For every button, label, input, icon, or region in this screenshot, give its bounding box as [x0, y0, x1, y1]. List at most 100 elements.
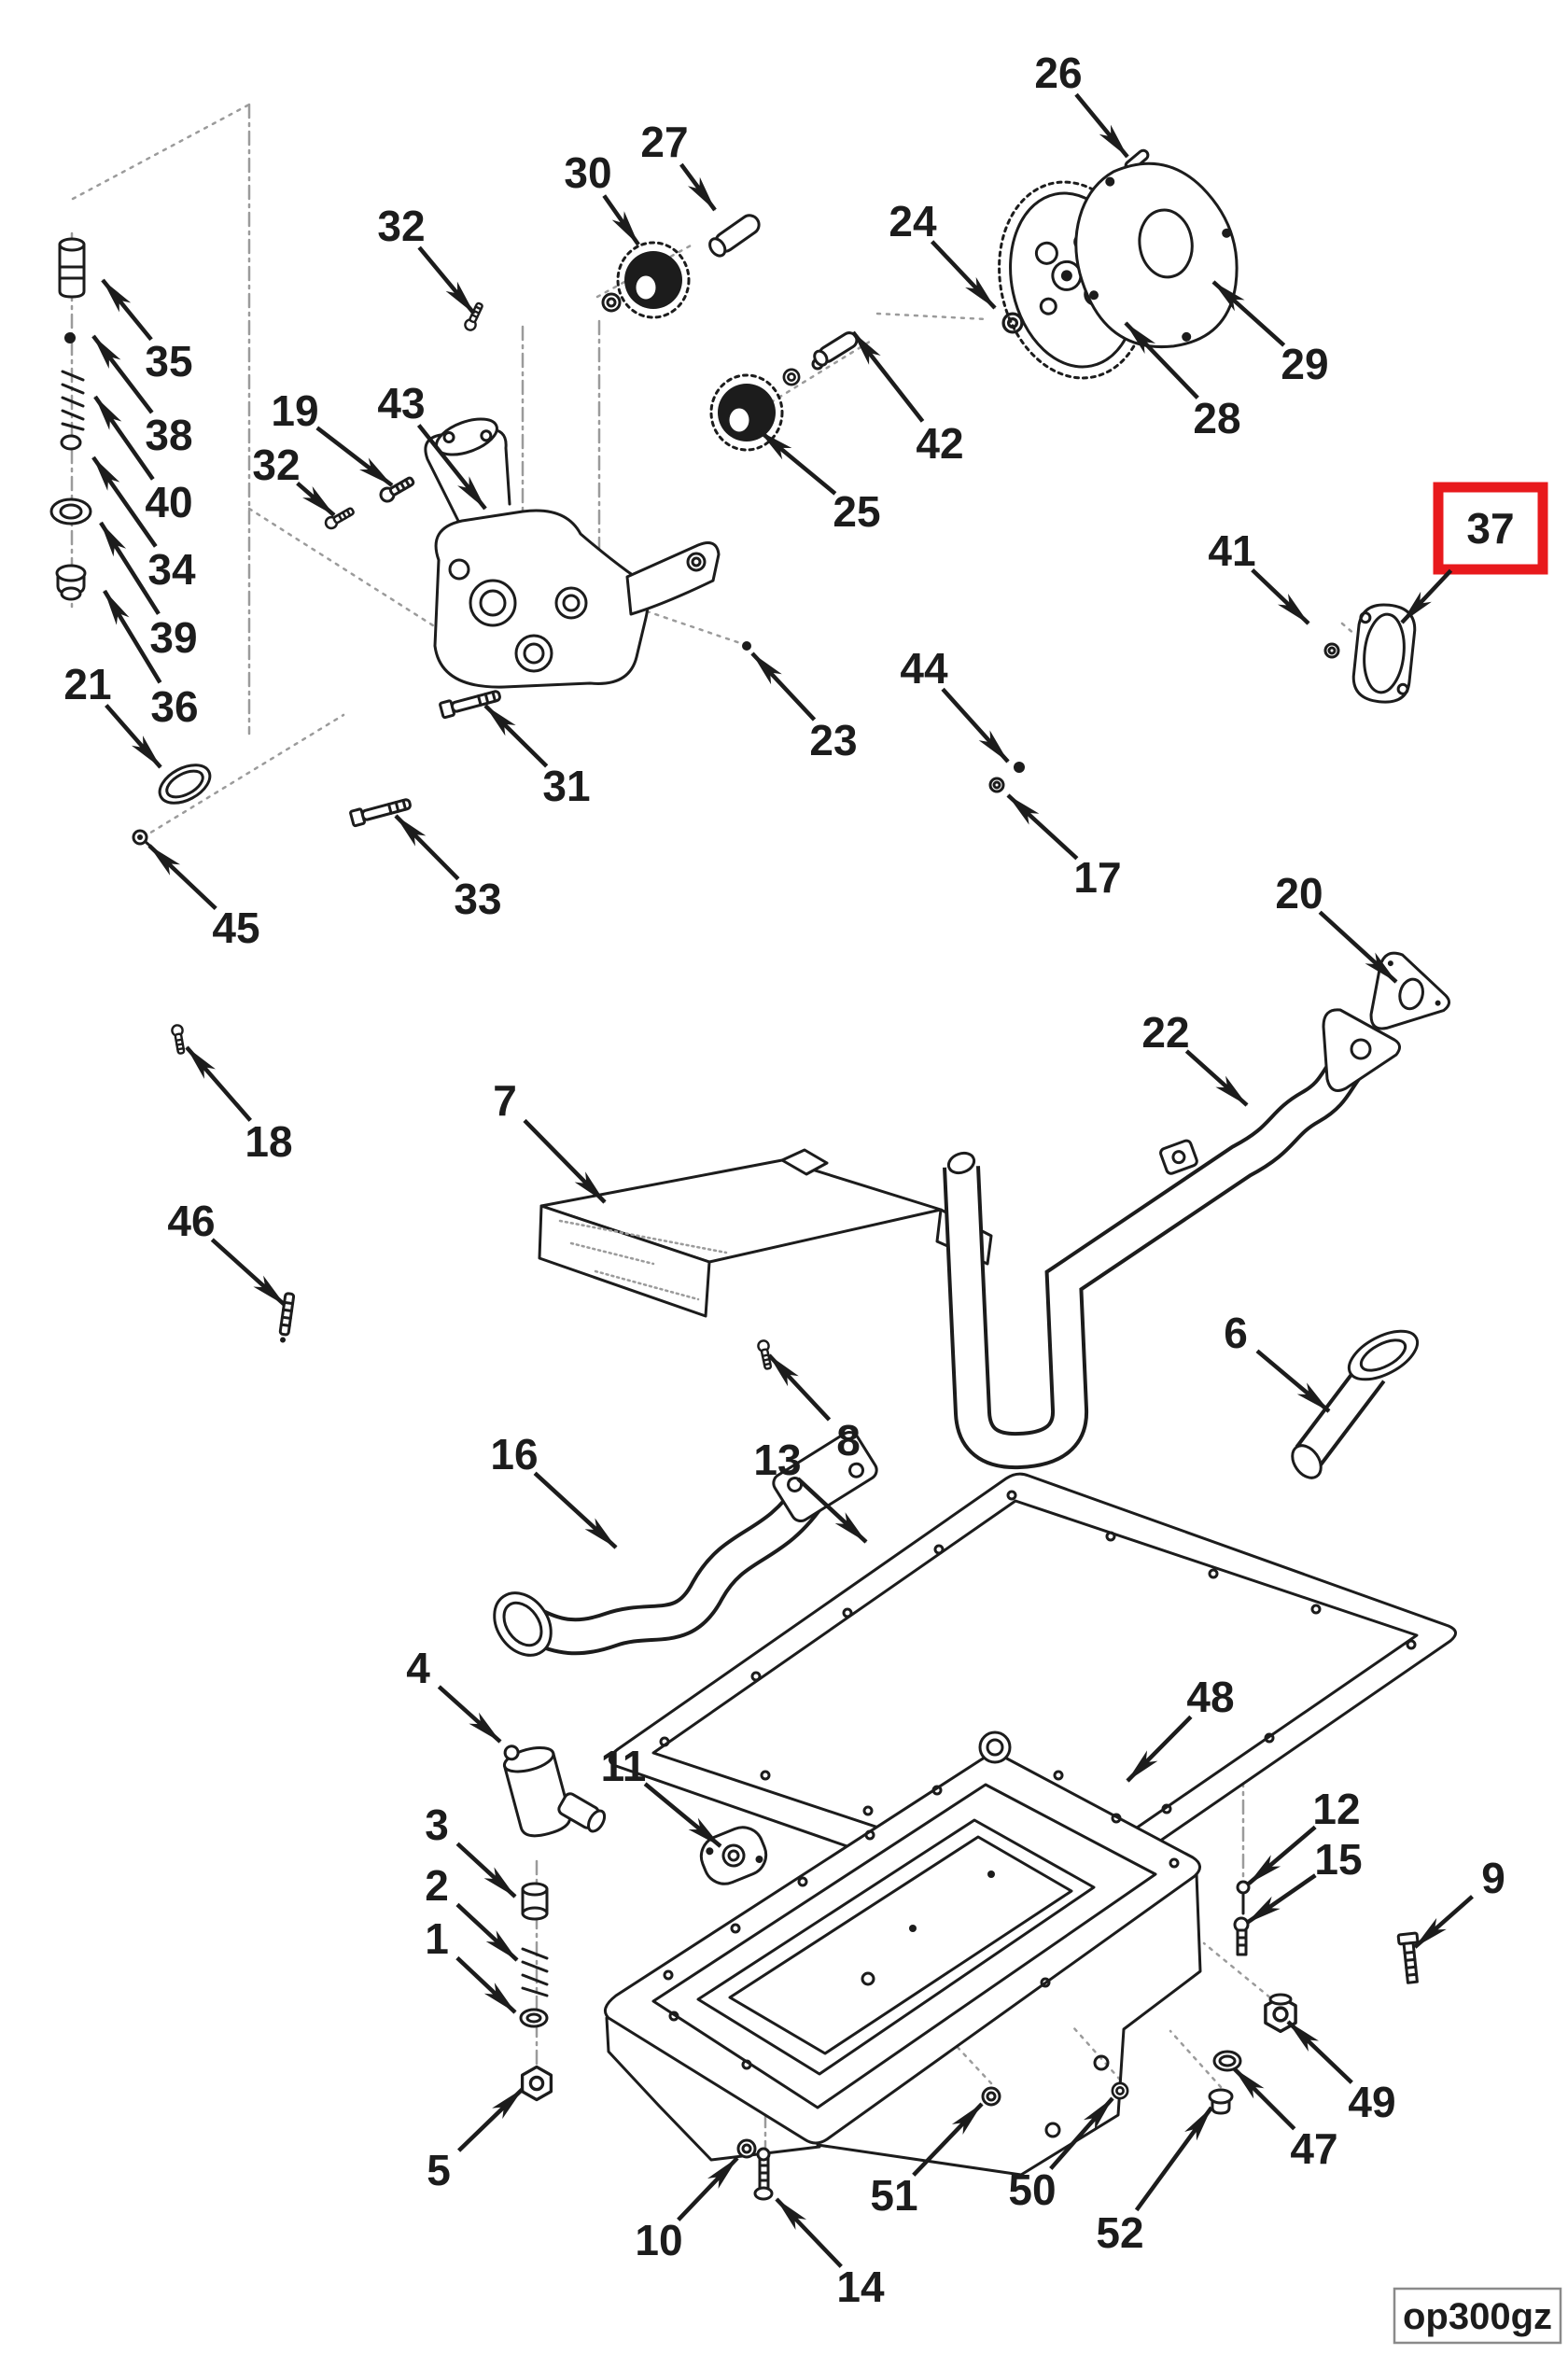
callout-33[interactable]: 33 [394, 814, 502, 923]
callout-21[interactable]: 21 [63, 660, 162, 769]
callout-8[interactable]: 8 [767, 1353, 861, 1464]
leader-arrow [1124, 321, 1199, 399]
callout-17[interactable]: 17 [1006, 793, 1122, 902]
callout-38[interactable]: 38 [91, 334, 193, 459]
leader-arrow [1211, 280, 1286, 347]
part-washer [49, 497, 92, 525]
callout-44[interactable]: 44 [900, 644, 1010, 764]
callout-5[interactable]: 5 [427, 2087, 525, 2194]
leader-arrow [1232, 2067, 1296, 2131]
leader-arrow [912, 2102, 984, 2177]
callout-18[interactable]: 18 [185, 1045, 293, 1166]
callout-1[interactable]: 1 [425, 1914, 517, 2014]
leader-arrow [1318, 910, 1398, 984]
callout-40[interactable]: 40 [93, 395, 193, 526]
callout-50[interactable]: 50 [1008, 2096, 1114, 2214]
leader-arrow [483, 704, 549, 768]
callout-number: 12 [1312, 1785, 1360, 1833]
callout-3[interactable]: 3 [425, 1801, 517, 1899]
callout-11[interactable]: 11 [601, 1742, 722, 1848]
callout-14[interactable]: 14 [775, 2197, 885, 2311]
callout-19[interactable]: 19 [271, 386, 394, 487]
callout-42[interactable]: 42 [851, 330, 964, 468]
washer-50 [1111, 2081, 1129, 2100]
callout-34[interactable]: 34 [91, 455, 196, 594]
callout-13[interactable]: 13 [753, 1436, 868, 1544]
callout-45[interactable]: 45 [147, 844, 260, 952]
callout-number: 21 [63, 660, 111, 708]
callout-15[interactable]: 15 [1245, 1835, 1363, 1925]
leader-arrow [437, 1685, 502, 1744]
callout-31[interactable]: 31 [483, 704, 591, 810]
callout-30[interactable]: 30 [564, 148, 640, 246]
leader-arrow [1074, 92, 1129, 159]
fitting-49 [1264, 1993, 1297, 2034]
callout-20[interactable]: 20 [1275, 869, 1398, 984]
callout-46[interactable]: 46 [167, 1197, 287, 1307]
callout-24[interactable]: 24 [889, 197, 997, 310]
callout-16[interactable]: 16 [490, 1430, 618, 1549]
leader-arrow [296, 482, 336, 517]
callout-41[interactable]: 41 [1208, 526, 1310, 625]
leader-arrow [1400, 568, 1453, 624]
callout-10[interactable]: 10 [635, 2156, 739, 2264]
callout-49[interactable]: 49 [1286, 2020, 1396, 2126]
leader-arrow [523, 1118, 607, 1204]
leader-arrow [930, 240, 997, 310]
callout-7[interactable]: 7 [493, 1076, 607, 1204]
callout-number: 43 [377, 379, 425, 427]
callout-32[interactable]: 32 [252, 441, 336, 517]
callout-number: 5 [427, 2146, 451, 2194]
callout-32[interactable]: 32 [377, 202, 476, 315]
callout-number: 27 [640, 118, 688, 166]
part-gear-30 [616, 241, 691, 319]
leader-arrow [91, 455, 158, 548]
callout-47[interactable]: 47 [1232, 2067, 1338, 2173]
leader-arrow [455, 1902, 519, 1962]
callout-6[interactable]: 6 [1224, 1309, 1331, 1413]
leader-arrow [1134, 2106, 1213, 2212]
callout-number: 50 [1008, 2165, 1056, 2214]
callout-22[interactable]: 22 [1141, 1008, 1249, 1107]
pin-27 [708, 214, 761, 258]
leader-arrow [796, 1477, 868, 1544]
callout-2[interactable]: 2 [425, 1861, 519, 1962]
callout-23[interactable]: 23 [750, 652, 858, 764]
callout-number: 15 [1314, 1835, 1362, 1884]
part-retainer-ring [60, 434, 82, 451]
callout-43[interactable]: 43 [377, 379, 487, 511]
leader-arrow [1286, 2020, 1353, 2084]
leader-arrow [455, 1955, 517, 2014]
callout-29[interactable]: 29 [1211, 280, 1329, 388]
callout-number: 30 [564, 148, 611, 197]
figure-code: op300gz [1403, 2296, 1552, 2337]
callout-37-highlighted[interactable]: 37 [1400, 482, 1548, 624]
callout-number: 34 [147, 545, 196, 594]
part-cover-plate [158, 764, 212, 805]
callout-27[interactable]: 27 [640, 118, 717, 212]
callout-number: 28 [1193, 394, 1240, 442]
callout-12[interactable]: 12 [1247, 1785, 1361, 1885]
leader-arrow [750, 652, 817, 722]
callout-25[interactable]: 25 [758, 429, 881, 536]
callout-35[interactable]: 35 [101, 278, 193, 385]
part-flange-11 [699, 1826, 768, 1885]
callout-48[interactable]: 48 [1126, 1673, 1235, 1783]
callout-36[interactable]: 36 [103, 589, 199, 731]
leader-arrow [941, 687, 1010, 764]
part-oring-1 [519, 2008, 549, 2028]
callout-52[interactable]: 52 [1096, 2106, 1213, 2257]
callout-26[interactable]: 26 [1034, 49, 1129, 159]
callout-number: 52 [1096, 2208, 1143, 2257]
leader-arrow [602, 194, 640, 246]
callout-39[interactable]: 39 [99, 521, 198, 662]
callout-number: 19 [271, 386, 318, 435]
leader-arrow [1247, 1825, 1317, 1885]
callout-4[interactable]: 4 [406, 1644, 502, 1744]
callout-28[interactable]: 28 [1124, 321, 1241, 442]
callout-number: 1 [425, 1914, 449, 1963]
callout-51[interactable]: 51 [870, 2102, 984, 2220]
callout-9[interactable]: 9 [1413, 1854, 1505, 1949]
part-spring-2 [521, 1947, 549, 1997]
callout-number: 47 [1290, 2124, 1337, 2173]
